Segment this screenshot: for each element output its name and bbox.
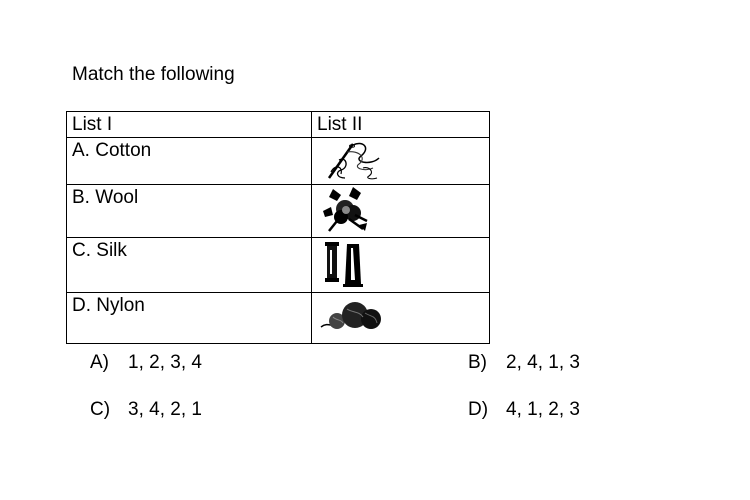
row-label-cell: D. Nylon	[66, 292, 312, 344]
option-c[interactable]: C) 3, 4, 2, 1	[90, 399, 202, 421]
row-label: B. Wool	[72, 187, 139, 208]
row-label: D. Nylon	[72, 295, 145, 316]
row-label-cell: C. Silk	[66, 237, 312, 293]
table-row: D. Nylon	[66, 292, 490, 344]
row-label: C. Silk	[72, 240, 127, 261]
row-image-cell	[311, 184, 490, 238]
option-d[interactable]: D) 4, 1, 2, 3	[468, 399, 580, 421]
option-a[interactable]: A) 1, 2, 3, 4	[90, 352, 202, 374]
option-b-value: 2, 4, 1, 3	[506, 352, 580, 373]
option-b-label: B)	[468, 352, 487, 373]
option-c-label: C)	[90, 399, 111, 420]
table-row: B. Wool	[66, 184, 490, 238]
sewing-needle-thread-icon	[327, 142, 380, 180]
option-c-value: 3, 4, 2, 1	[128, 399, 202, 420]
thread-spools-icon	[325, 242, 363, 287]
row-image-cell	[311, 292, 490, 344]
cotton-boll-icon	[323, 187, 368, 232]
option-d-value: 4, 1, 2, 3	[506, 399, 580, 420]
row-label-cell: B. Wool	[66, 184, 312, 238]
option-a-label: A)	[90, 352, 109, 373]
row-image-cell	[311, 137, 490, 185]
yarn-balls-icon	[320, 302, 381, 329]
row-label-cell: A. Cotton	[66, 137, 312, 185]
table-row: A. Cotton	[66, 137, 490, 185]
question-title: Match the following	[72, 64, 235, 85]
table-header-row: List I List II	[66, 111, 490, 138]
row-label: A. Cotton	[72, 140, 152, 161]
option-d-label: D)	[468, 399, 489, 420]
option-b[interactable]: B) 2, 4, 1, 3	[468, 352, 580, 374]
row-image-cell	[311, 237, 490, 293]
option-a-value: 1, 2, 3, 4	[128, 352, 202, 373]
match-table: List I List II A. Cotton B. Wool	[66, 111, 490, 344]
table-row: C. Silk	[66, 237, 490, 293]
header-list-1: List I	[66, 111, 312, 138]
header-list-2: List II	[311, 111, 490, 138]
